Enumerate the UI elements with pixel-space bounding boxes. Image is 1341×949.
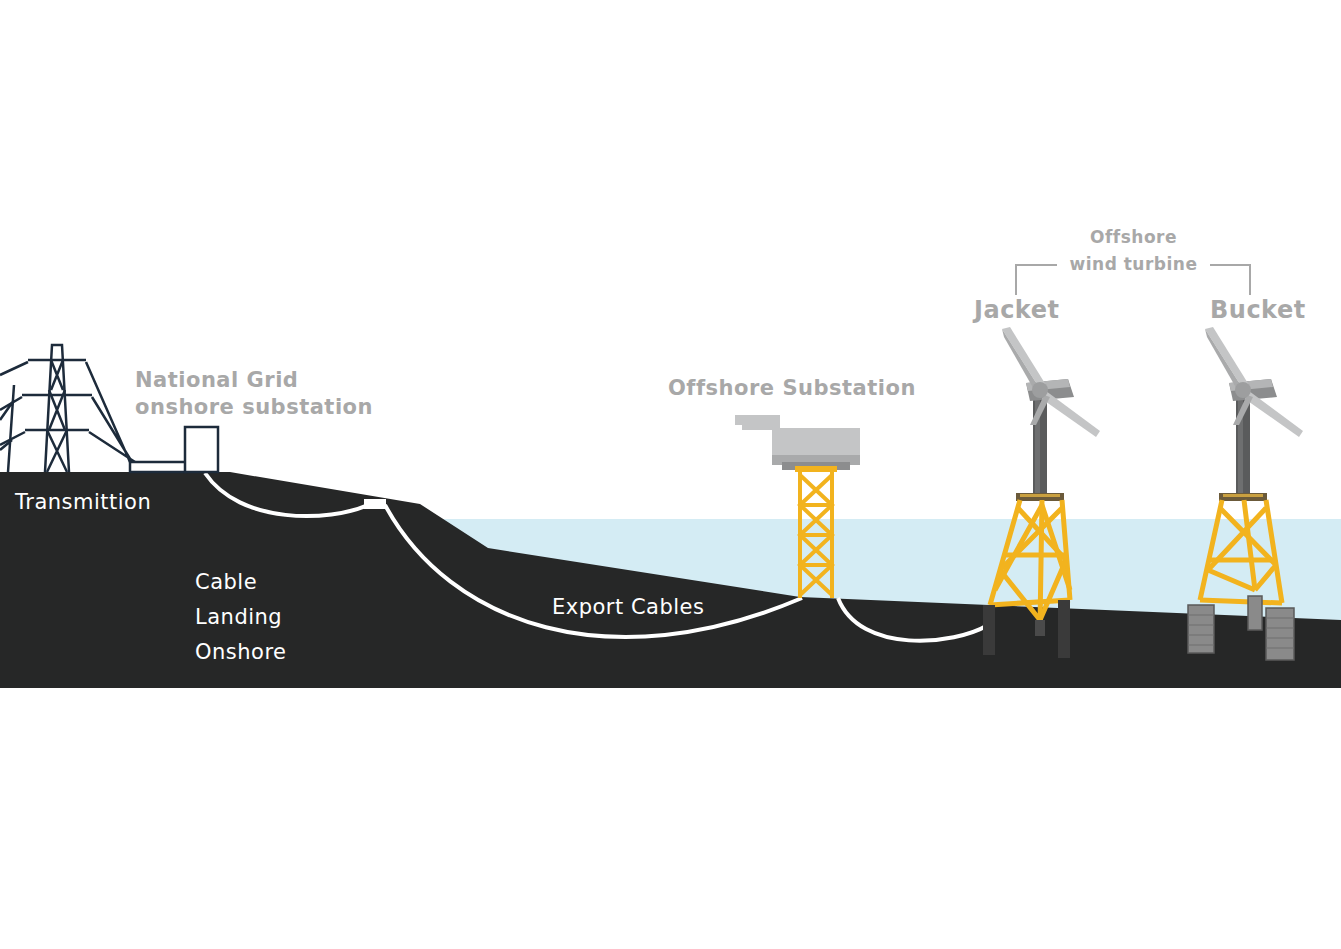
transmission-pylons <box>0 345 135 472</box>
section-label: Cable Landing Onshore <box>195 565 287 670</box>
jacket-wind-turbine <box>983 327 1100 658</box>
cable-label: Export Cables <box>552 595 704 619</box>
foundation-label: Jacket <box>974 296 1059 324</box>
group-label: Offshore wind turbine <box>1057 224 1210 278</box>
ground-section <box>0 472 1341 688</box>
substation-label: National Grid onshore substation <box>135 367 381 421</box>
foundation-label: Bucket <box>1210 296 1306 324</box>
cables <box>205 473 988 641</box>
cable-joint-bay <box>364 499 386 509</box>
bucket-wind-turbine <box>1188 327 1303 660</box>
section-label: Transmittion <box>15 490 151 514</box>
substation-label: Offshore Substation <box>668 376 916 400</box>
offshore-substation-platform <box>735 415 860 598</box>
onshore-substation <box>130 427 218 472</box>
